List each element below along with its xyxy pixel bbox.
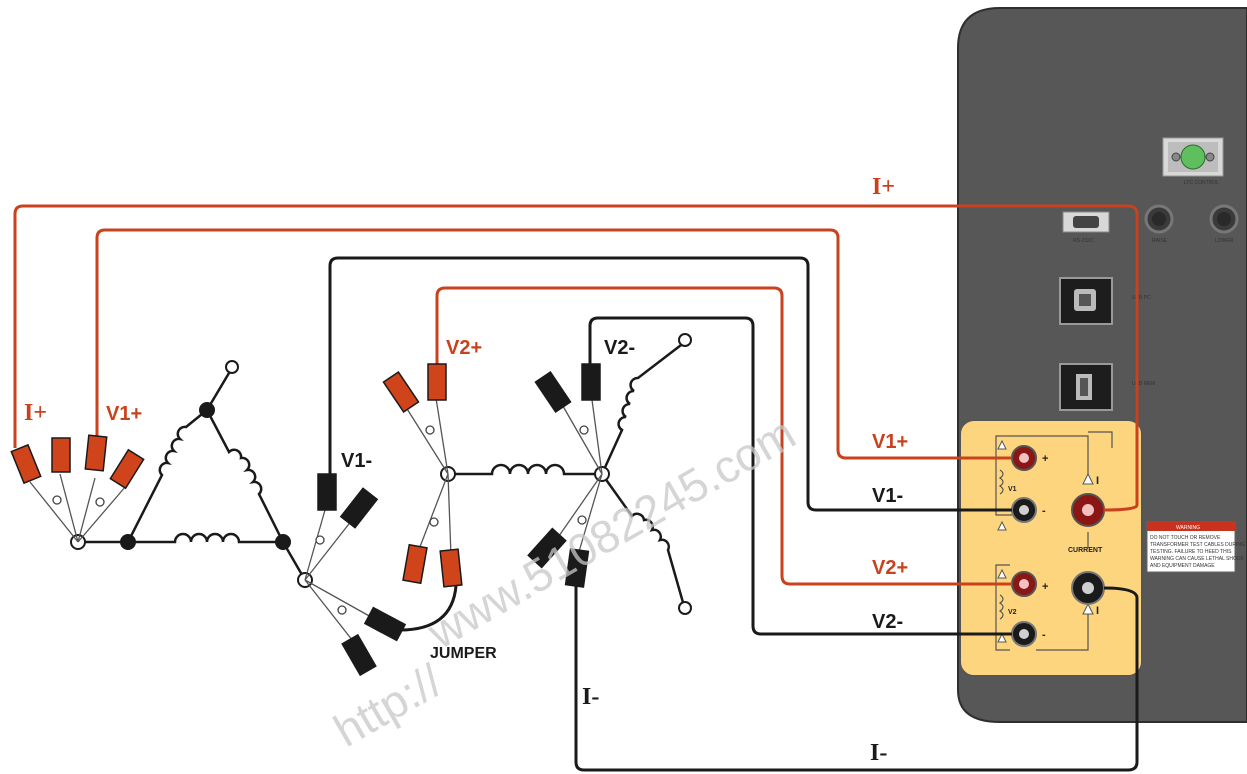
current-minus-terminal[interactable] — [1071, 571, 1105, 605]
wye-terminal-top — [678, 333, 692, 347]
v2-plus-mid-label: V2+ — [446, 337, 482, 359]
jumper-label: JUMPER — [430, 645, 497, 662]
v1-plus-left-label: V1+ — [106, 403, 142, 425]
clip-jaws — [29, 393, 603, 651]
rs232-port[interactable] — [1062, 211, 1110, 233]
current-plus-terminal[interactable] — [1071, 493, 1105, 527]
i-minus-left-label: I- — [582, 684, 599, 710]
current-i-top: I — [1096, 475, 1099, 487]
delta-node-top — [199, 402, 215, 418]
raise-label: RAISE — [1152, 238, 1168, 244]
usb-mem-label: USB MEM — [1132, 381, 1155, 387]
v1-plus-clips[interactable] — [84, 434, 145, 490]
ltc-label: LTC CONTROL — [1184, 180, 1219, 186]
jumper-clips[interactable] — [341, 606, 407, 677]
i-plus-clips[interactable] — [10, 437, 71, 485]
wye-left-lower-clips[interactable] — [402, 543, 463, 588]
jumper-lead — [399, 585, 458, 632]
wye-terminal-bottom — [678, 601, 692, 615]
warning-line-4: WARNING CAN CAUSE LETHAL SHOCK — [1150, 556, 1244, 562]
delta-node-right — [275, 534, 291, 550]
raise-button[interactable] — [1144, 204, 1174, 234]
v1-minus-lead — [328, 256, 1012, 512]
delta-terminal-top — [225, 360, 239, 374]
warning-title: WARNING — [1176, 525, 1200, 531]
v2-minus-right-label: V2- — [872, 611, 903, 633]
v2-minus-lead — [588, 316, 1012, 636]
v1-minus-right-label: V1- — [872, 485, 903, 507]
usb-pc-label: USB PC — [1132, 295, 1151, 301]
v2-plus-right-label: V2+ — [872, 557, 908, 579]
v2-minus-clips[interactable] — [534, 363, 601, 413]
v2-plus-terminal[interactable] — [1011, 571, 1037, 597]
i-plus-top-label: I+ — [872, 174, 895, 200]
warning-line-2: TRANSFORMER TEST CABLES DURING — [1150, 542, 1245, 548]
current-i-bottom: I — [1096, 605, 1099, 617]
v1-plus-right-label: V1+ — [872, 431, 908, 453]
lower-button[interactable] — [1209, 204, 1239, 234]
v1-minus-mid-label: V1- — [341, 450, 372, 472]
usb-pc-port[interactable] — [1059, 277, 1113, 325]
v2-minus-terminal[interactable] — [1011, 621, 1037, 647]
current-panel-label: CURRENT — [1068, 547, 1103, 554]
v1-panel-label: V1 — [1008, 486, 1017, 493]
v2-minus-mid-label: V2- — [604, 337, 635, 359]
rs232-label: RS-232C — [1073, 238, 1094, 244]
clip-pivots — [52, 425, 589, 615]
terminal-panel — [959, 419, 1143, 677]
terminal-arrows — [997, 439, 1094, 643]
v1-minus-terminal[interactable] — [1011, 497, 1037, 523]
v2-panel-label: V2 — [1008, 609, 1017, 616]
watermark-domain: www.51082245.com — [418, 407, 804, 660]
v1-plus-lead — [95, 228, 1012, 460]
v1-minus-clips[interactable] — [317, 473, 379, 529]
i-plus-left-label: I+ — [24, 400, 47, 426]
terminal-panel-schematic — [995, 431, 1113, 651]
v1-minus-sign: - — [1042, 505, 1046, 517]
v2-plus-lead — [435, 286, 1012, 586]
i-minus-bottom-label: I- — [870, 740, 887, 766]
wye-winding — [448, 341, 686, 607]
warning-line-1: DO NOT TOUCH OR REMOVE — [1150, 535, 1221, 541]
i-minus-clips[interactable] — [527, 527, 590, 588]
delta-winding — [78, 367, 307, 581]
i-plus-lead — [13, 204, 1139, 512]
ltc-control-connector[interactable] — [1162, 137, 1224, 177]
usb-mem-port[interactable] — [1059, 363, 1113, 411]
delta-node-left — [120, 534, 136, 550]
warning-line-3: TESTING. FAILURE TO HEED THIS — [1150, 549, 1232, 555]
v2-plus-clips[interactable] — [382, 363, 447, 413]
i-minus-lead — [574, 584, 1139, 772]
watermark-protocol: http:// — [325, 654, 451, 757]
v2-plus-sign: + — [1042, 581, 1048, 593]
warning-label: WARNING DO NOT TOUCH OR REMOVE TRANSFORM… — [1146, 521, 1245, 573]
v2-minus-sign: - — [1042, 629, 1046, 641]
v1-plus-terminal[interactable] — [1011, 445, 1037, 471]
v1-plus-sign: + — [1042, 453, 1048, 465]
warning-line-5: AND EQUIPMENT DAMAGE — [1150, 563, 1215, 569]
lower-label: LOWER — [1215, 238, 1234, 244]
